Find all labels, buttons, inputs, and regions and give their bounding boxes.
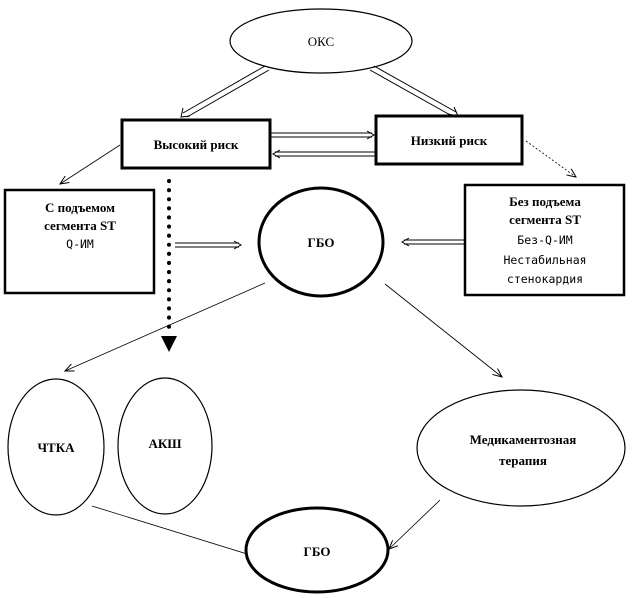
low-risk-node: Низкий риск [374,114,524,166]
st-no-elev-line2: сегмента ST [509,212,581,227]
arrow-oks-to-high [180,65,270,118]
oks-node: ОКС [229,8,413,74]
med-therapy-node: Медикаментозная терапия [416,389,626,507]
ptca-node: ЧТКА [7,378,105,516]
arrow-oks-to-low [369,65,459,117]
st-elev-line3: Q-ИМ [66,237,94,251]
high-risk-label: Высокий риск [154,137,239,152]
st-elevation-node: С подъемом сегмента ST Q-ИМ [3,188,156,295]
st-no-elev-line4: Нестабильная [503,253,586,267]
low-risk-label: Низкий риск [411,133,488,148]
cabg-label: АКШ [148,436,182,451]
arrow-low-to-high [271,149,375,159]
arrow-high-to-low [271,130,376,140]
med-therapy-line2: терапия [499,453,547,468]
gbo-top-node: ГБО [257,186,385,298]
oks-label: ОКС [308,34,334,49]
dotted-arrow-to-interventions [161,179,177,352]
arrow-to-gbo-left [175,240,243,250]
arrow-ptca-to-gbo [91,505,260,558]
st-no-elev-line1: Без подъема [509,194,581,209]
ptca-label: ЧТКА [37,440,75,455]
gbo-bottom-label: ГБО [304,544,331,559]
st-elev-line2: сегмента ST [44,218,116,233]
st-no-elevation-node: Без подъема сегмента ST Без-Q-ИМ Нестаби… [463,183,626,297]
cabg-node: АКШ [117,377,213,515]
gbo-bottom-node: ГБО [244,506,390,594]
arrow-therapy-to-gbo [389,499,441,549]
arrow-gbo-to-therapy [384,283,502,377]
arrow-gbo-to-ptca [65,282,266,371]
arrow-low-to-st-no-elev [525,140,576,177]
arrow-high-to-st-elev [60,144,121,184]
st-no-elev-line3: Без-Q-ИМ [517,233,572,247]
med-therapy-line1: Медикаментозная [470,432,577,447]
gbo-top-label: ГБО [308,235,335,250]
arrow-to-gbo-right [400,237,464,247]
st-no-elev-line5: стенокардия [507,272,583,286]
st-elev-line1: С подъемом [45,200,115,215]
high-risk-node: Высокий риск [120,118,272,170]
